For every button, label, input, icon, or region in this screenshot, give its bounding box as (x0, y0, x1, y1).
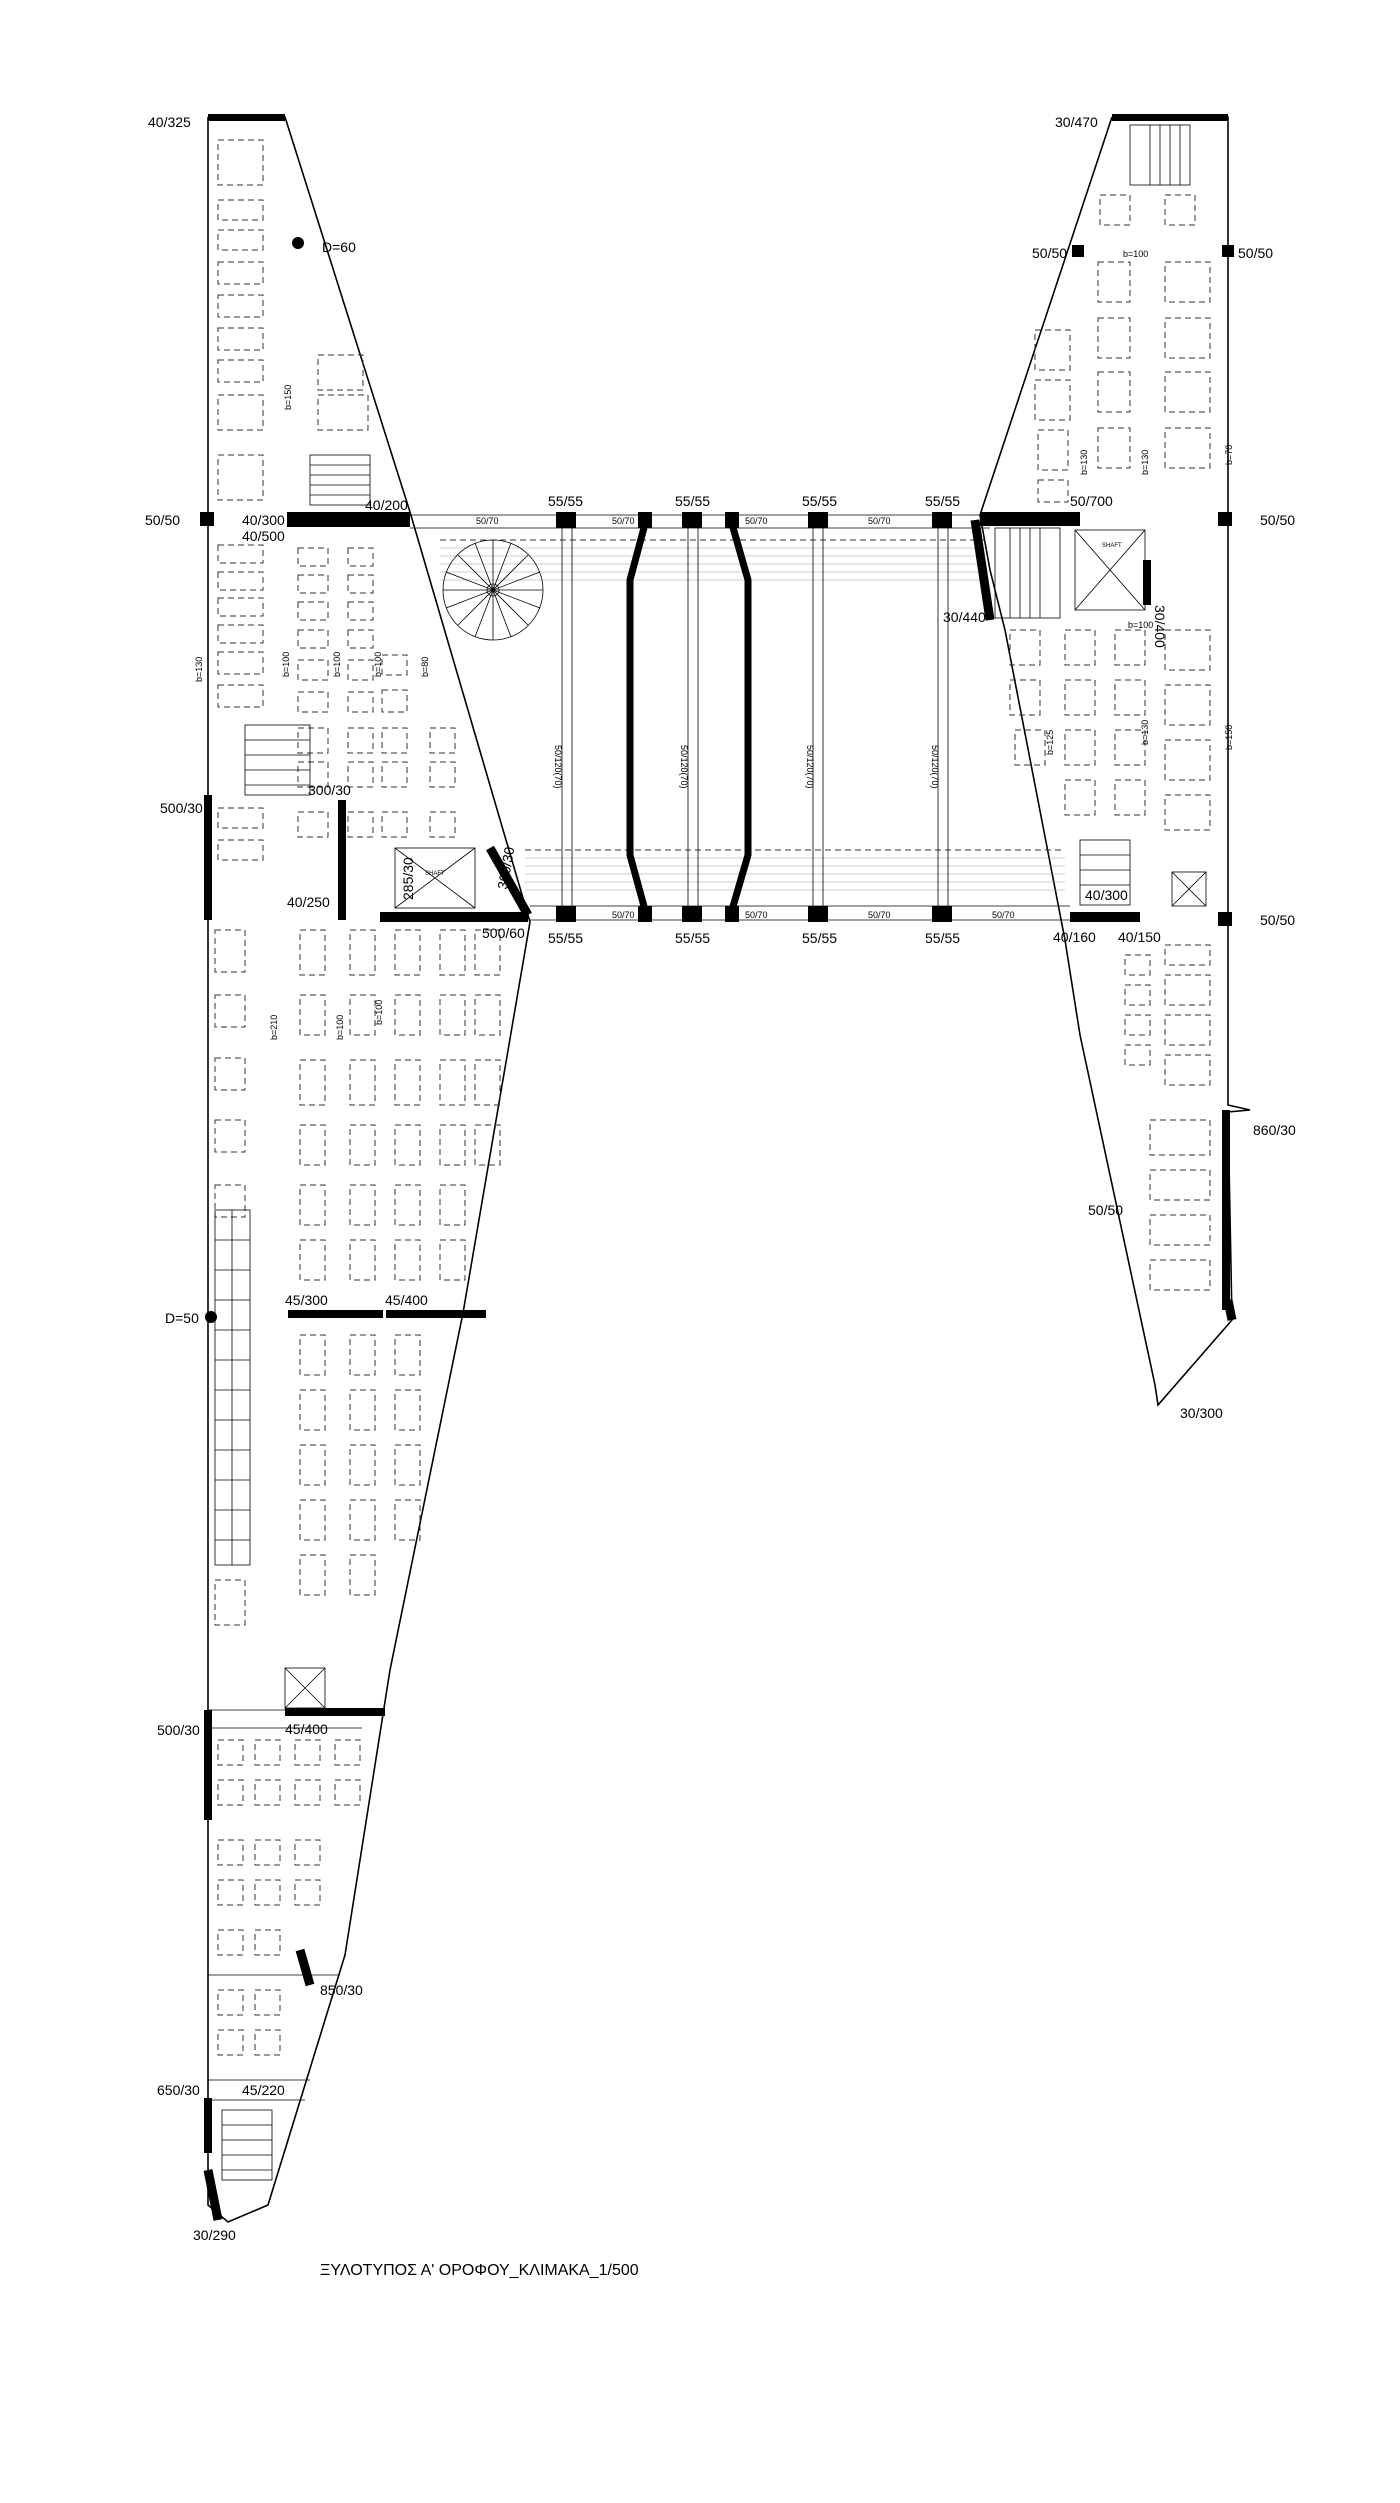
label: b=210 (269, 1015, 279, 1040)
label: b=100 (374, 1000, 384, 1025)
label: 285/30 (400, 857, 416, 900)
label: 50/70 (476, 516, 499, 526)
label: 50/120(70) (679, 745, 689, 789)
label: 30/440 (943, 609, 986, 625)
stairs-and-shafts (214, 124, 1207, 2181)
label: b=80 (420, 657, 430, 677)
label: b=130 (1140, 450, 1150, 475)
label: 40/200 (365, 497, 408, 513)
label: 30/290 (193, 2227, 236, 2243)
label: b=150 (283, 385, 293, 410)
label: 50/50 (1260, 512, 1295, 528)
label: 30/400 (1152, 605, 1168, 648)
label: 50/70 (745, 910, 768, 920)
label: 40/150 (1118, 929, 1161, 945)
label: 55/55 (925, 493, 960, 509)
label: SHAFT (1102, 543, 1122, 549)
label: 50/50 (1088, 1202, 1123, 1218)
label: 50/50 (1238, 245, 1273, 261)
label: 850/30 (320, 1982, 363, 1998)
label: b=100 (373, 652, 383, 677)
label: 50/70 (612, 910, 635, 920)
label: 50/70 (868, 516, 891, 526)
label: b=70 (1224, 445, 1234, 465)
label: 40/325 (148, 114, 191, 130)
label: 40/300 (1085, 887, 1128, 903)
label: b=130 (1079, 450, 1089, 475)
label: 50/700 (1070, 493, 1113, 509)
label: b=130 (194, 657, 204, 682)
label: 55/55 (802, 493, 837, 509)
label: 55/55 (802, 930, 837, 946)
label: 300/30 (494, 845, 517, 890)
label: 40/160 (1053, 929, 1096, 945)
label: 55/55 (675, 493, 710, 509)
label: b=150 (1224, 725, 1234, 750)
label: 50/70 (745, 516, 768, 526)
label: 45/400 (285, 1721, 328, 1737)
label: 50/70 (868, 910, 891, 920)
label: 50/50 (1260, 912, 1295, 928)
label: 50/50 (145, 512, 180, 528)
label: 30/470 (1055, 114, 1098, 130)
label: 50/50 (1032, 245, 1067, 261)
walls (200, 114, 1237, 2221)
right-wing-furniture (1009, 194, 1211, 1291)
label: 650/30 (157, 2082, 200, 2098)
label: 40/250 (287, 894, 330, 910)
label: D=50 (165, 1310, 199, 1326)
label: 500/30 (160, 800, 203, 816)
label: b=100 (1123, 249, 1148, 259)
label: 55/55 (675, 930, 710, 946)
label: b=100 (1128, 620, 1153, 630)
label: 45/400 (385, 1292, 428, 1308)
label: b=100 (335, 1015, 345, 1040)
label: 50/70 (612, 516, 635, 526)
dimension-labels: 40/325 D=60 b=150 40/200 50/50 40/300 40… (145, 114, 1296, 2243)
label: 50/120(70) (930, 745, 940, 789)
label: SHAFT (425, 871, 445, 877)
label: 55/55 (548, 493, 583, 509)
label: 40/500 (242, 528, 285, 544)
label: b=100 (281, 652, 291, 677)
label: b=125 (1045, 730, 1055, 755)
label: 40/300 (242, 512, 285, 528)
label: 45/300 (285, 1292, 328, 1308)
label: 55/55 (925, 930, 960, 946)
label: 50/70 (992, 910, 1015, 920)
label: 860/30 (1253, 1122, 1296, 1138)
left-wing-furniture (214, 139, 501, 2056)
bridge (410, 514, 1070, 921)
label: 50/120(70) (553, 745, 563, 789)
label: b=100 (332, 652, 342, 677)
label: 300/30 (308, 782, 351, 798)
label: 500/60 (482, 925, 525, 941)
label: 55/55 (548, 930, 583, 946)
label: 45/220 (242, 2082, 285, 2098)
label: D=60 (322, 239, 356, 255)
label: 500/30 (157, 1722, 200, 1738)
label: b=130 (1140, 720, 1150, 745)
drawing-title: ΞΥΛΟΤΥΠΟΣ Α' ΟΡΟΦΟΥ_ΚΛΙΜΑΚΑ_1/500 (320, 2262, 639, 2279)
left-wing (207, 116, 531, 2223)
label: 30/300 (1180, 1405, 1223, 1421)
label: 50/120(70) (805, 745, 815, 789)
